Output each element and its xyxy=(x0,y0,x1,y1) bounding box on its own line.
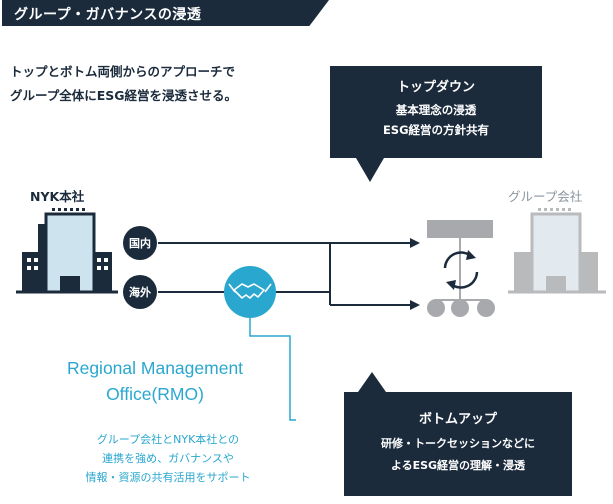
rmo-desc-line-1: グループ会社とNYK本社との xyxy=(96,433,240,446)
domestic-badge xyxy=(123,226,157,260)
top-down-pointer xyxy=(356,158,384,182)
rmo-desc-line-2: 連携を強め、ガバナンスや xyxy=(102,452,234,465)
nyk-label: NYK本社 xyxy=(30,189,85,204)
bottom-up-line-1: 研修・トークセッションなどに xyxy=(381,437,535,450)
group-company-label: グループ会社 xyxy=(508,189,583,204)
group-company-building-icon xyxy=(508,208,606,294)
organization-cycle-icon xyxy=(427,220,495,317)
rmo-connector-line xyxy=(249,318,296,421)
rmo-title: Regional Management Office(RMO) xyxy=(30,355,280,407)
intro-line-2: グループ全体にESG経営を浸透させる。 xyxy=(10,88,238,103)
arrow-head-top xyxy=(410,238,420,248)
page-title: グループ・ガバナンスの浸透 xyxy=(14,7,202,23)
rmo-description: グループ会社とNYK本社との 連携を強め、ガバナンスや 情報・資源の共有活用をサ… xyxy=(38,430,298,487)
nyk-building-icon xyxy=(16,208,118,294)
rmo-title-line-1: Regional Management xyxy=(66,358,244,378)
intro-line-1: トップとボトム両側からのアプローチで xyxy=(10,64,236,79)
bottom-up-callout: ボトムアップ 研修・トークセッションなどに よるESG経営の理解・浸透 xyxy=(344,392,572,496)
rmo-title-line-2: Office(RMO) xyxy=(106,384,204,404)
top-down-title: トップダウン xyxy=(396,80,475,95)
header-bar xyxy=(2,0,329,26)
arrow-head-bottom xyxy=(410,300,420,310)
flow-lines xyxy=(158,242,410,306)
top-down-line-1: 基本理念の浸透 xyxy=(395,103,477,117)
bottom-up-pointer xyxy=(358,372,386,392)
top-down-line-2: ESG経営の方針共有 xyxy=(382,123,490,137)
handshake-icon xyxy=(224,266,276,318)
overseas-badge xyxy=(123,275,157,309)
intro-text: トップとボトム両側からのアプローチで グループ全体にESG経営を浸透させる。 xyxy=(10,60,237,108)
domestic-label: 国内 xyxy=(129,237,151,250)
bottom-up-title: ボトムアップ xyxy=(418,412,497,427)
rmo-desc-line-3: 情報・資源の共有活用をサポート xyxy=(85,471,251,484)
bottom-up-line-2: よるESG経営の理解・浸透 xyxy=(390,459,526,472)
top-down-callout: トップダウン 基本理念の浸透 ESG経営の方針共有 xyxy=(330,66,542,158)
overseas-label: 海外 xyxy=(129,286,151,299)
